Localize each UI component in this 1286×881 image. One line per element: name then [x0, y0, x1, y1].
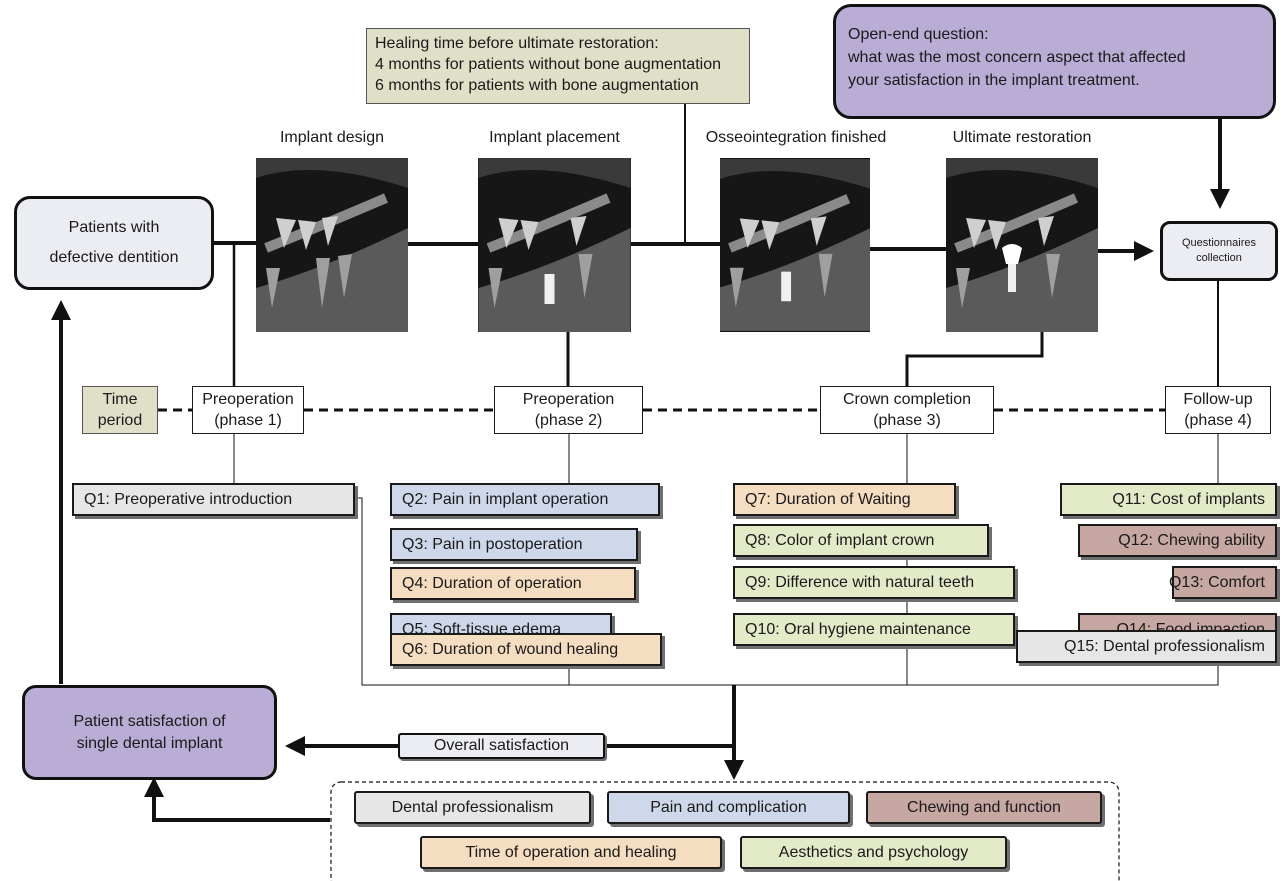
healing-time-note: Healing time before ultimate restoration…	[366, 28, 750, 104]
phase-4-line-2: (phase 4)	[1184, 412, 1252, 429]
patient-satisfaction-box: Patient satisfaction of single dental im…	[22, 685, 277, 780]
xray-osseointegration	[720, 158, 870, 332]
stage-label-ultimate-restoration: Ultimate restoration	[952, 129, 1092, 146]
question-q2: Q2: Pain in implant operation	[390, 483, 660, 516]
phase-3-line-2: (phase 3)	[873, 412, 941, 429]
question-q9: Q9: Difference with natural teeth	[733, 566, 1015, 599]
category-time-of-operation: Time of operation and healing	[420, 836, 722, 869]
stage-label-implant-placement: Implant placement	[489, 129, 620, 146]
healing-note-line-2: 4 months for patients without bone augme…	[375, 56, 721, 73]
phase-4-box: Follow-up (phase 4)	[1165, 386, 1271, 434]
open-question-line-3: your satisfaction in the implant treatme…	[848, 72, 1140, 89]
category-chewing-and-function: Chewing and function	[866, 791, 1102, 824]
stage-label-osseointegration: Osseointegration finished	[705, 129, 887, 146]
healing-note-line-1: Healing time before ultimate restoration…	[375, 35, 659, 52]
main-timeline	[214, 241, 1154, 261]
time-period-line-1: Time	[102, 391, 138, 408]
patients-line-2: defective dentition	[49, 249, 179, 266]
time-period-line-2: period	[97, 412, 143, 429]
question-q10: Q10: Oral hygiene maintenance	[733, 613, 1015, 646]
xray-implant-design	[256, 158, 408, 332]
question-q11: Q11: Cost of implants	[1060, 483, 1277, 516]
xray-ultimate-restoration	[946, 158, 1098, 332]
question-q12: Q12: Chewing ability	[1078, 524, 1277, 557]
question-q3: Q3: Pain in postoperation	[390, 528, 638, 561]
phase-2-box: Preoperation (phase 2)	[494, 386, 643, 434]
xray-image	[946, 158, 1098, 332]
question-q1: Q1: Preoperative introduction	[72, 483, 355, 516]
phase-1-box: Preoperation (phase 1)	[192, 386, 304, 434]
overall-satisfaction-label: Overall satisfaction	[398, 733, 605, 759]
xray-image	[256, 158, 408, 332]
question-q13: Q13: Comfort	[1169, 566, 1277, 599]
satisfaction-line-2: single dental implant	[76, 734, 223, 752]
xray-implant-placement	[478, 158, 631, 332]
open-question-line-1: Open-end question:	[848, 26, 989, 43]
phase-3-line-1: Crown completion	[842, 391, 972, 408]
time-period-box: Time period	[82, 386, 158, 434]
question-q7: Q7: Duration of Waiting	[733, 483, 956, 516]
patients-line-1: Patients with	[68, 219, 160, 236]
category-dental-professionalism: Dental professionalism	[354, 791, 591, 824]
stage-label-implant-design: Implant design	[279, 129, 385, 146]
phase-3-box: Crown completion (phase 3)	[820, 386, 994, 434]
open-end-question-box: Open-end question: what was the most con…	[833, 4, 1276, 119]
questionnaires-line-2: collection	[1196, 252, 1242, 264]
question-q6: Q6: Duration of wound healing	[390, 633, 662, 666]
category-container	[330, 781, 1120, 881]
category-aesthetics-and-psychology: Aesthetics and psychology	[740, 836, 1007, 869]
question-q8: Q8: Color of implant crown	[733, 524, 989, 557]
satisfaction-line-1: Patient satisfaction of	[73, 712, 226, 730]
phase-1-line-1: Preoperation	[202, 391, 294, 408]
xray-image	[478, 158, 631, 332]
open-question-line-2: what was the most concern aspect that af…	[848, 49, 1186, 66]
healing-note-line-3: 6 months for patients with bone augmenta…	[375, 77, 699, 94]
questionnaires-collection-box: Questionnaires collection	[1160, 221, 1278, 281]
phase-1-line-2: (phase 1)	[214, 412, 282, 429]
phase-2-line-1: Preoperation	[522, 391, 615, 408]
category-pain-and-complication: Pain and complication	[607, 791, 850, 824]
phase-4-line-1: Follow-up	[1183, 391, 1253, 408]
xray-image	[720, 159, 870, 331]
question-q4: Q4: Duration of operation	[390, 567, 636, 600]
question-q15: Q15: Dental professionalism	[1016, 630, 1277, 663]
patients-box: Patients with defective dentition	[14, 196, 214, 290]
phase-2-line-2: (phase 2)	[534, 412, 603, 429]
questionnaires-line-1: Questionnaires	[1182, 237, 1256, 249]
